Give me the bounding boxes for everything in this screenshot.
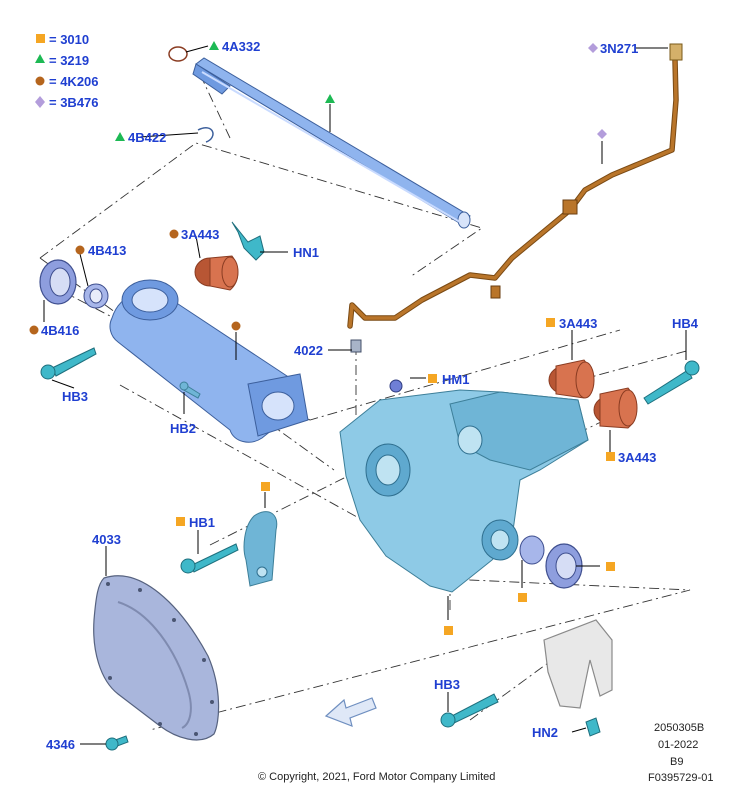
legend: = 3010 = 3219 = 4K206 = 3B476 — [35, 32, 99, 110]
square-marker-icon — [546, 318, 555, 327]
callout-hb3-bottom: HB3 — [434, 677, 460, 692]
square-marker-icon — [261, 482, 270, 491]
callout-hn1: HN1 — [293, 245, 319, 260]
snap-ring-4a332 — [168, 46, 188, 62]
circle-marker-icon — [231, 321, 241, 331]
bolt-4346 — [105, 735, 129, 751]
callout-3a443-lower: 3A443 — [618, 450, 656, 465]
bushing-3a443-top — [194, 255, 239, 291]
bolt-hb3-left — [40, 347, 97, 380]
bolt-hb2 — [179, 381, 201, 399]
square-marker-icon — [518, 593, 527, 602]
callout-3n271: 3N271 — [600, 41, 638, 56]
callout-4b416: 4B416 — [41, 323, 79, 338]
square-marker-icon — [428, 374, 437, 383]
callout-hb4: HB4 — [672, 316, 699, 331]
callout-labels: 4A332 4B422 3N271 3A443 HN1 4B413 4B416 … — [41, 39, 699, 752]
vent-tube — [347, 43, 683, 329]
figure-number: F0395729-01 — [648, 772, 713, 784]
callout-hm1: HM1 — [442, 372, 469, 387]
bolt-hb3-bottom — [440, 693, 499, 728]
axle-shaft — [192, 57, 471, 229]
callout-markers — [29, 41, 615, 635]
callout-hn2: HN2 — [532, 725, 558, 740]
nut-hn2 — [585, 717, 601, 737]
footer: 2050305B 01-2022 B9 F0395729-01 © Copyri… — [258, 722, 713, 784]
splash-shield — [543, 619, 613, 709]
square-marker-icon — [606, 562, 615, 571]
diamond-marker-icon — [588, 43, 598, 53]
drawing-date: 01-2022 — [658, 739, 698, 751]
bearing-cap — [243, 511, 278, 587]
circle-marker-icon — [29, 325, 39, 335]
circle-marker-icon — [169, 229, 179, 239]
triangle-marker-icon — [115, 132, 125, 141]
callout-hb1: HB1 — [189, 515, 215, 530]
nut-hn1 — [231, 221, 265, 261]
legend-triangle-icon — [35, 54, 45, 63]
callout-4022: 4022 — [294, 343, 323, 358]
drawing-revision: B9 — [670, 756, 683, 768]
callout-hb3-left: HB3 — [62, 389, 88, 404]
bushing-3a443-lower — [593, 387, 638, 429]
copyright-notice: © Copyright, 2021, Ford Motor Company Li… — [258, 771, 495, 783]
callout-3a443-top: 3A443 — [181, 227, 219, 242]
bearing-4b413 — [83, 283, 109, 309]
callout-4b413: 4B413 — [88, 243, 126, 258]
legend-label-3010: = 3010 — [49, 32, 89, 47]
square-marker-icon — [606, 452, 615, 461]
bushing-3a443-right — [548, 359, 595, 399]
legend-diamond-icon — [35, 96, 45, 108]
front-direction-arrow-icon — [324, 697, 377, 727]
callout-4b422: 4B422 — [128, 130, 166, 145]
legend-label-4k206: = 4K206 — [49, 74, 99, 89]
legend-label-3b476: = 3B476 — [49, 95, 99, 110]
carrier-housing — [339, 389, 589, 593]
callout-hb2: HB2 — [170, 421, 196, 436]
bolt-hb4 — [643, 360, 700, 405]
breather-fitting-4022 — [350, 339, 362, 353]
triangle-marker-icon — [325, 94, 335, 103]
circlip-4b422 — [197, 127, 214, 143]
diamond-marker-icon — [597, 129, 607, 139]
differential-cover-4033 — [93, 575, 220, 741]
callout-4a332: 4A332 — [222, 39, 260, 54]
square-marker-icon — [176, 517, 185, 526]
bolt-hb1 — [180, 543, 239, 574]
legend-square-icon — [36, 34, 45, 43]
leader-lines — [43, 45, 687, 745]
circle-marker-icon — [75, 245, 85, 255]
triangle-marker-icon — [209, 41, 219, 50]
callout-3a443-right: 3A443 — [559, 316, 597, 331]
drawing-code: 2050305B — [654, 722, 704, 734]
callout-4033: 4033 — [92, 532, 121, 547]
callout-4346: 4346 — [46, 737, 75, 752]
bearing-right — [519, 535, 545, 565]
seal-4b416 — [39, 259, 77, 305]
plug-hm1 — [389, 379, 403, 393]
legend-label-3219: = 3219 — [49, 53, 89, 68]
legend-circle-icon — [35, 76, 45, 86]
square-marker-icon — [444, 626, 453, 635]
axle-tube-arm — [109, 279, 309, 443]
